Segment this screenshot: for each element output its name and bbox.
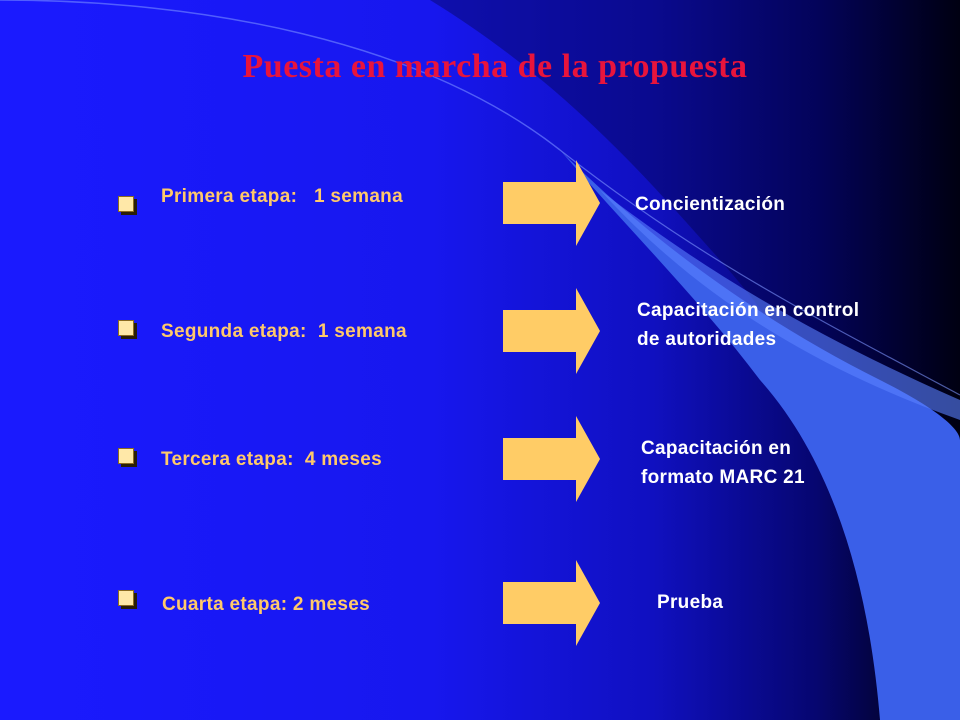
right-arrow-icon [503,416,600,502]
right-arrow-icon [503,560,600,646]
stage-label: Tercera etapa: 4 meses [161,449,382,470]
stage-outcome: Concientización [635,190,785,219]
checkbox-bullet-icon [118,590,134,606]
stage-row-3: Tercera etapa: 4 meses Capacitación en f… [0,416,960,506]
outcome-line: formato MARC 21 [641,467,805,488]
stage-outcome: Capacitación en control de autoridades [637,296,859,354]
outcome-line: Prueba [657,592,724,613]
stage-label: Primera etapa: 1 semana [161,186,403,207]
outcome-line: Capacitación en control [637,300,860,321]
stage-outcome: Prueba [657,588,723,617]
stage-row-4: Cuarta etapa: 2 meses Prueba [0,560,960,650]
slide-title: Puesta en marcha de la propuesta [242,48,748,85]
checkbox-bullet-icon [118,448,134,464]
outcome-line: Capacitación en [641,438,792,459]
checkbox-bullet-icon [118,196,134,212]
outcome-line: de autoridades [637,329,777,350]
stage-label: Cuarta etapa: 2 meses [162,594,371,615]
right-arrow-icon [503,160,600,246]
stage-row-1: Primera etapa: 1 semana Concientización [0,160,960,250]
stage-outcome: Capacitación en formato MARC 21 [641,434,805,492]
stage-label: Segunda etapa: 1 semana [161,321,407,342]
stage-row-2: Segunda etapa: 1 semana Capacitación en … [0,288,960,378]
right-arrow-icon [503,288,600,374]
outcome-line: Concientización [635,194,786,215]
checkbox-bullet-icon [118,320,134,336]
